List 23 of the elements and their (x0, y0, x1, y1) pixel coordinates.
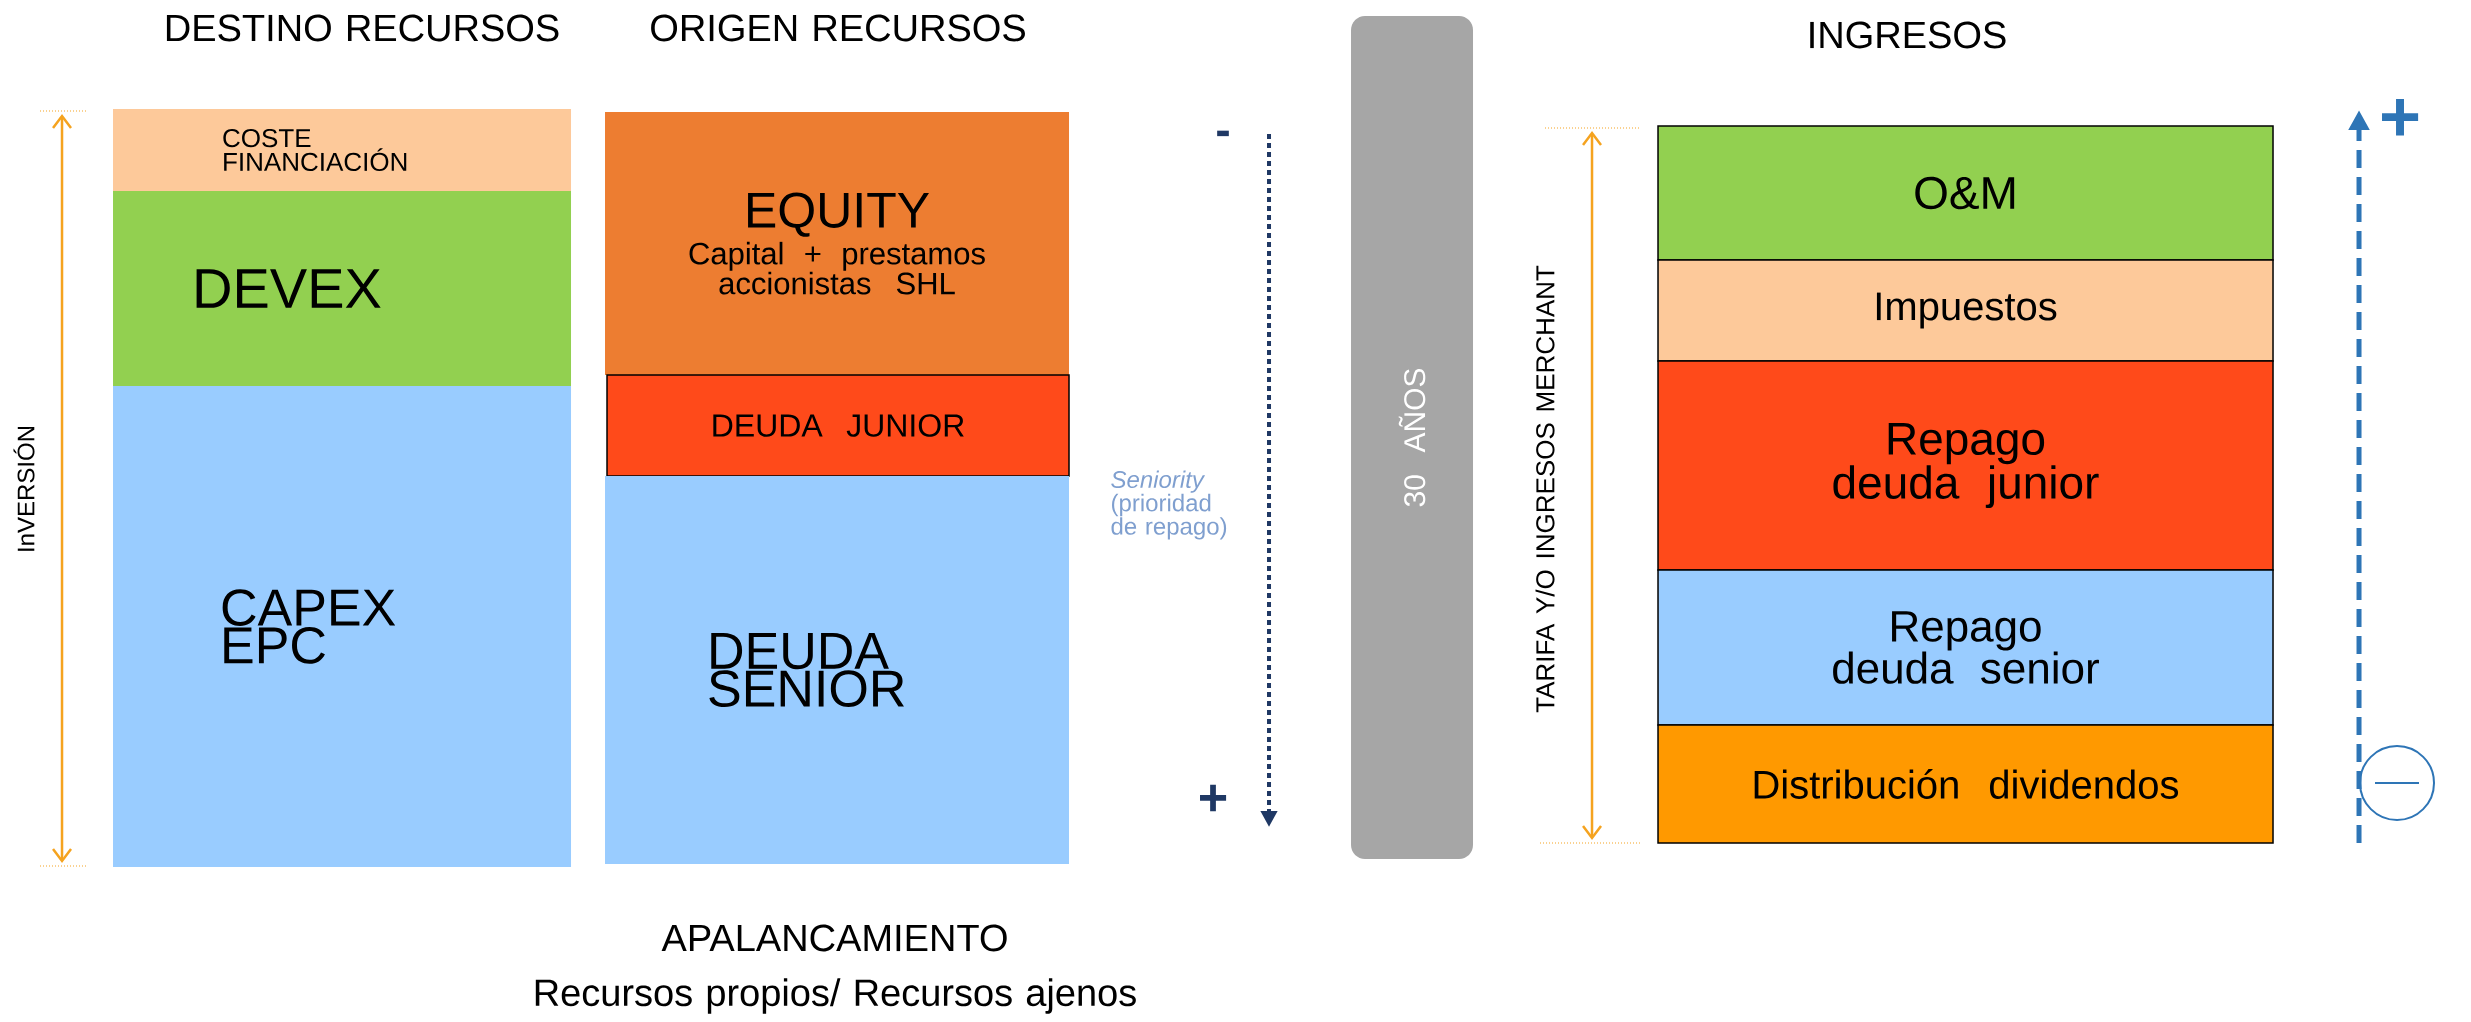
axis-label: InVERSIÓN (13, 426, 35, 551)
minus-sign: - (1217, 130, 1229, 137)
stack-block: DEUDA JUNIOR (606, 374, 1070, 477)
stack-block: Impuestos (1657, 259, 2274, 362)
caption-text: APALANCAMIENTO (661, 924, 1007, 952)
caption-text: Recursos propios/ Recursos ajenos (535, 978, 1136, 1014)
stack-block: O&M (1657, 125, 2274, 261)
stack-block: Repago deuda junior (1657, 360, 2274, 571)
stack-block: COSTE FINANCIACIÓN (113, 109, 571, 191)
stack-block: Distribución dividendos (1657, 724, 2274, 844)
stack-block: CAPEX EPC (113, 386, 571, 867)
stack-block: DEVEX (113, 191, 571, 386)
stack-block: EQUITY Capital + prestamos accionistas SHL (605, 112, 1069, 375)
column-heading: DESTINO RECURSOS (166, 14, 559, 42)
column-heading: INGRESOS (1810, 21, 2006, 49)
axis-label: TARIFA Y/O INGRESOS MERCHANT (1535, 265, 1555, 713)
stack-block: DEUDA SENIOR (605, 476, 1069, 864)
stack-block: Repago deuda senior (1657, 569, 2274, 726)
plus-sign: + (2382, 98, 2419, 136)
column-heading: ORIGEN RECURSOS (651, 14, 1025, 42)
seniority-note: Seniority (prioridad de repago) (1111, 470, 1227, 540)
plus-sign: + (1200, 784, 1227, 812)
timeline-bar: 30 AÑOS (1351, 16, 1473, 859)
